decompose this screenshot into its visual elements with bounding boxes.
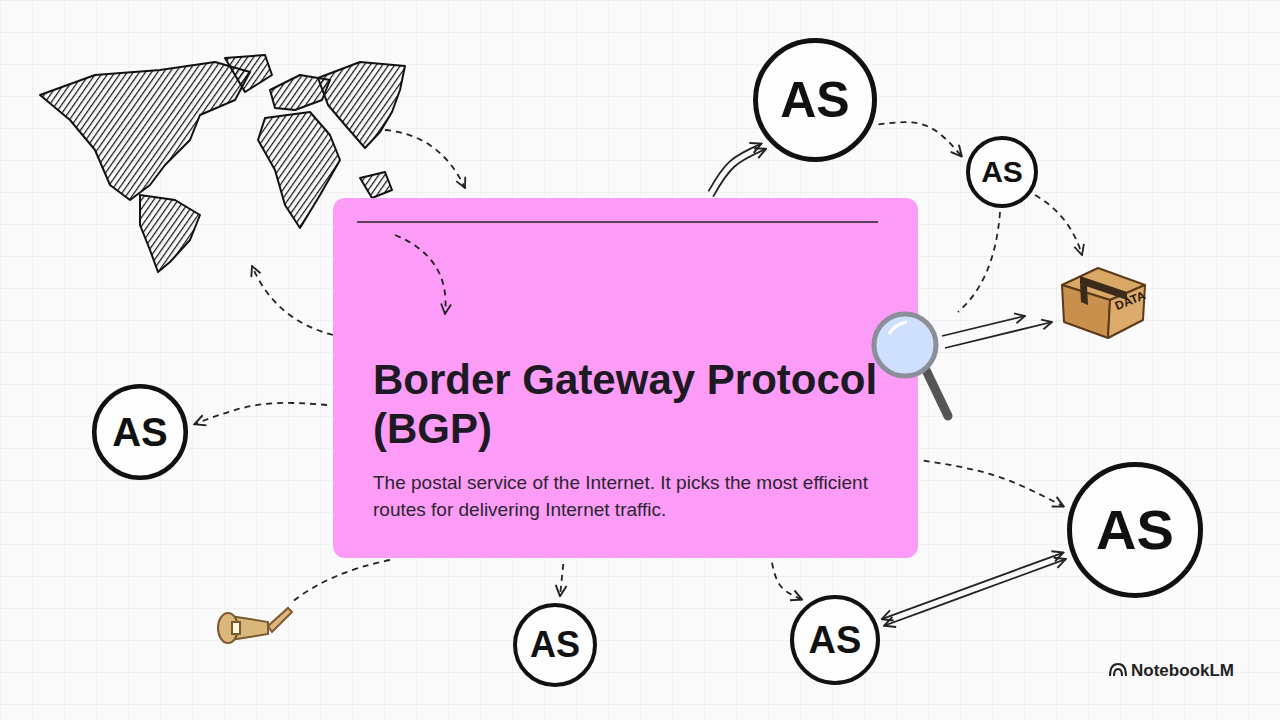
- connector-stroke: [560, 564, 563, 596]
- connector-arrow: [924, 461, 1064, 507]
- magnifier-lens: [874, 314, 936, 376]
- sketch-arrows-part: [385, 130, 465, 188]
- sketch-arrows-part: [292, 560, 390, 602]
- info-card: Border Gateway Protocol (BGP) The postal …: [333, 198, 918, 558]
- world-map-part: [258, 112, 340, 228]
- as-label: AS: [112, 412, 168, 452]
- connector-stroke: [772, 563, 802, 600]
- connector-stroke: [194, 403, 327, 424]
- circle-ring: [756, 41, 875, 160]
- connector-arrow: [560, 564, 563, 596]
- circle-ring: [968, 138, 1036, 206]
- watermark: NotebookLM: [1131, 661, 1234, 681]
- connector-arrow: [882, 553, 1066, 626]
- connector-stroke: [884, 559, 1066, 626]
- as-circle: AS: [92, 384, 188, 480]
- lens-glint: [889, 322, 907, 334]
- connector-arrow: [708, 144, 766, 197]
- data-package-part: [1080, 284, 1088, 305]
- sketch-arrows-part: [1035, 195, 1082, 255]
- as-label: AS: [780, 75, 849, 125]
- as-circle: AS: [966, 136, 1038, 208]
- connector-stroke: [924, 461, 1064, 507]
- as-label: AS: [809, 621, 862, 659]
- horn-icon-part: [268, 608, 292, 632]
- double-arrow-part: [942, 316, 1025, 336]
- world-map-part: [40, 62, 250, 200]
- connector-arrow: [194, 403, 327, 424]
- horn-icon-part: [232, 622, 240, 634]
- connector-arrow: [772, 563, 802, 600]
- watermark-icon-part: [1114, 669, 1122, 676]
- circle-ring: [94, 386, 186, 478]
- world-map-part: [318, 62, 405, 148]
- circle-ring: [515, 605, 595, 685]
- magnifier-handle: [925, 368, 948, 416]
- connector-stroke: [882, 553, 1064, 620]
- card-rule: [357, 221, 878, 223]
- world-map-part: [140, 195, 200, 272]
- sketch-arrows: [252, 130, 1082, 602]
- sketch-arrows-part: [958, 212, 1000, 312]
- horn-icon: [218, 608, 292, 643]
- watermark-icon-part: [1110, 664, 1126, 676]
- as-label: AS: [1096, 502, 1174, 558]
- magnifier-icon: [874, 314, 948, 416]
- sketch-arrow: [395, 235, 446, 314]
- sketch-arrows-part: [252, 266, 333, 335]
- as-circle: AS: [790, 595, 880, 685]
- connector-stroke: [708, 144, 761, 192]
- as-label: AS: [530, 627, 580, 663]
- double-arrow-part: [945, 322, 1052, 348]
- connector-stroke: [878, 122, 961, 156]
- connector-stroke: [713, 149, 766, 197]
- watermark-icon: [1110, 664, 1126, 676]
- as-circle: AS: [753, 38, 877, 162]
- card-description: The postal service of the Internet. It p…: [373, 469, 878, 524]
- world-map-part: [225, 55, 272, 92]
- data-package-part: [1062, 285, 1110, 338]
- as-circle: AS: [513, 603, 597, 687]
- as-circle: AS: [1067, 462, 1203, 598]
- double-arrow: [942, 316, 1052, 348]
- circle-ring: [792, 597, 878, 683]
- world-map-part: [360, 172, 392, 198]
- connector-arrow: [878, 122, 961, 156]
- card-heading: Border Gateway Protocol (BGP): [373, 356, 878, 453]
- circle-ring: [1070, 465, 1201, 596]
- as-label: AS: [981, 157, 1023, 187]
